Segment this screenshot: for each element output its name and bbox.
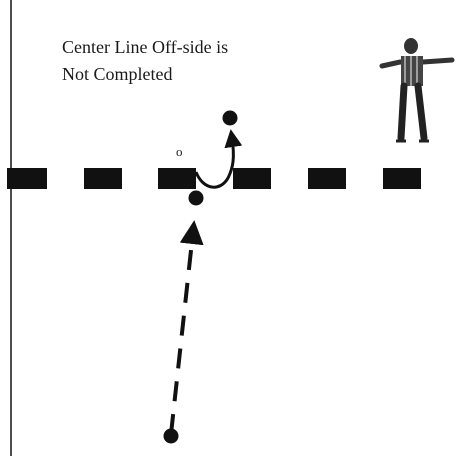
caption-line-1: Center Line Off-side is [62, 37, 229, 57]
center-line-dash [158, 168, 196, 189]
line-contact-marker: o [176, 144, 183, 159]
player-approach-path [169, 220, 204, 435]
caption-line-2: Not Completed [62, 64, 173, 84]
center-line [7, 168, 421, 189]
diagram-caption: Center Line Off-side is Not Completed [62, 34, 228, 88]
center-line-dash [233, 168, 271, 189]
player-return-dot [222, 110, 238, 126]
referee-figure [379, 38, 455, 143]
referee-legs [397, 82, 428, 142]
center-line-dash [7, 168, 47, 189]
center-line-dash [308, 168, 346, 189]
referee-head [404, 38, 418, 54]
player-start-dot [163, 428, 179, 444]
center-line-dash [84, 168, 122, 189]
center-line-dash [383, 168, 421, 189]
player-return-path [194, 129, 243, 189]
player-at-line-dot [188, 190, 204, 206]
